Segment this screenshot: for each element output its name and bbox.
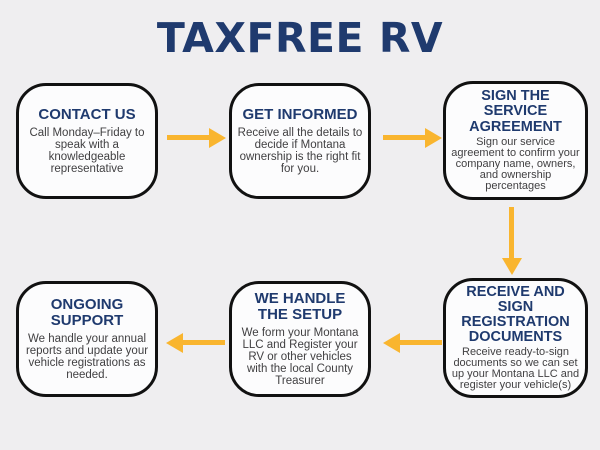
step-heading: RECEIVE AND SIGN REGISTRATION DOCUMENTS (461, 283, 570, 346)
arrow-left-icon (400, 340, 442, 345)
step-heading: WE HANDLE THE SETUP (254, 289, 346, 324)
step-heading: GET INFORMED (242, 106, 358, 124)
arrow-right-icon (383, 135, 425, 140)
step-body: We handle your annual reports and update… (25, 332, 149, 382)
step-box-get-informed: GET INFORMED Receive all the details to … (229, 83, 371, 199)
page-title: TAXFREE RV (156, 14, 444, 62)
step-heading: CONTACT US (38, 106, 136, 124)
step-body: Receive ready-to-sign documents so we ca… (451, 346, 580, 392)
arrow-left-icon (183, 340, 225, 345)
step-body: We form your Montana LLC and Register yo… (241, 326, 359, 388)
step-body: Call Monday–Friday to speak with a knowl… (29, 126, 145, 175)
step-heading: ONGOING SUPPORT (50, 295, 124, 330)
arrow-right-icon (167, 135, 209, 140)
step-heading: SIGN THE SERVICE AGREEMENT (469, 88, 562, 135)
step-body: Sign our service agreement to confirm yo… (451, 135, 580, 192)
step-box-sign-service-agreement: SIGN THE SERVICE AGREEMENT Sign our serv… (443, 81, 588, 200)
arrow-down-icon (509, 207, 514, 258)
step-box-ongoing-support: ONGOING SUPPORT We handle your annual re… (16, 281, 158, 397)
step-box-contact-us: CONTACT US Call Monday–Friday to speak w… (16, 83, 158, 199)
step-box-we-handle-the-setup: WE HANDLE THE SETUP We form your Montana… (229, 281, 371, 397)
step-box-receive-sign-registration-documents: RECEIVE AND SIGN REGISTRATION DOCUMENTS … (443, 278, 588, 398)
step-body: Receive all the details to decide if Mon… (237, 126, 363, 175)
